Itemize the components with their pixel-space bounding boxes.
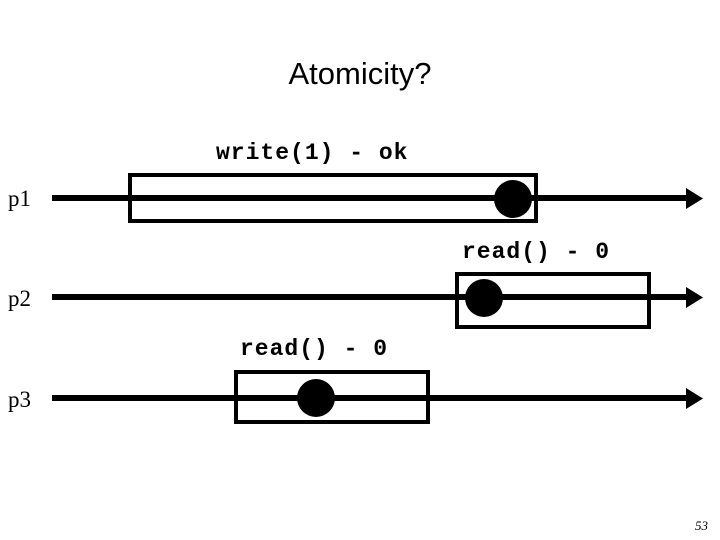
operation-interval-box-p2 [455,272,651,329]
operation-label-p3: read() - 0 [240,336,389,362]
operation-interval-box-p1 [128,173,538,223]
linearization-point-dot-p2 [465,279,503,317]
process-label-p2: p2 [8,286,31,311]
page-number: 53 [695,518,708,533]
operation-label-p1: write(1) - ok [216,140,409,166]
operation-label-p2: read() - 0 [462,239,611,265]
process-label-p1: p1 [8,186,31,211]
linearization-point-dot-p3 [297,379,335,417]
page-title: Atomicity? [288,56,432,91]
operation-interval-box-p3 [234,370,430,424]
process-label-p3: p3 [8,387,31,412]
linearization-point-dot-p1 [494,180,532,218]
